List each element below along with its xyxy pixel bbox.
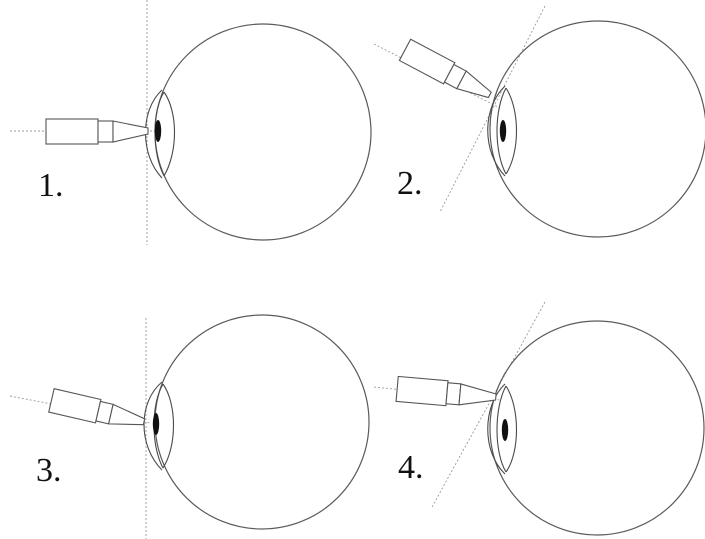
panel-label: 2.	[397, 165, 423, 202]
panel-label: 1.	[38, 167, 64, 204]
panel-3: 3.	[10, 315, 369, 539]
lens-inner	[164, 92, 175, 176]
pupil	[500, 120, 506, 142]
pupil	[155, 120, 161, 142]
ultrasound-probe	[396, 376, 497, 410]
ultrasound-probe	[49, 389, 147, 434]
panel-2: 2.	[374, 6, 705, 237]
eyeball	[490, 321, 704, 535]
panel-label: 4.	[398, 449, 424, 486]
ultrasound-probe	[46, 119, 148, 144]
panel-1: 1.	[10, 0, 371, 245]
eyeball	[490, 21, 705, 237]
panel-4: 4.	[374, 302, 704, 535]
pupil	[502, 419, 508, 441]
eyeball	[155, 315, 369, 529]
lens-inner	[506, 88, 517, 174]
tangent-reference-line	[440, 6, 545, 212]
panel-label: 3.	[36, 452, 62, 489]
lens-inner	[163, 384, 174, 468]
eyeball	[155, 24, 371, 240]
ultrasound-probe	[399, 39, 495, 105]
pupil	[153, 413, 159, 435]
